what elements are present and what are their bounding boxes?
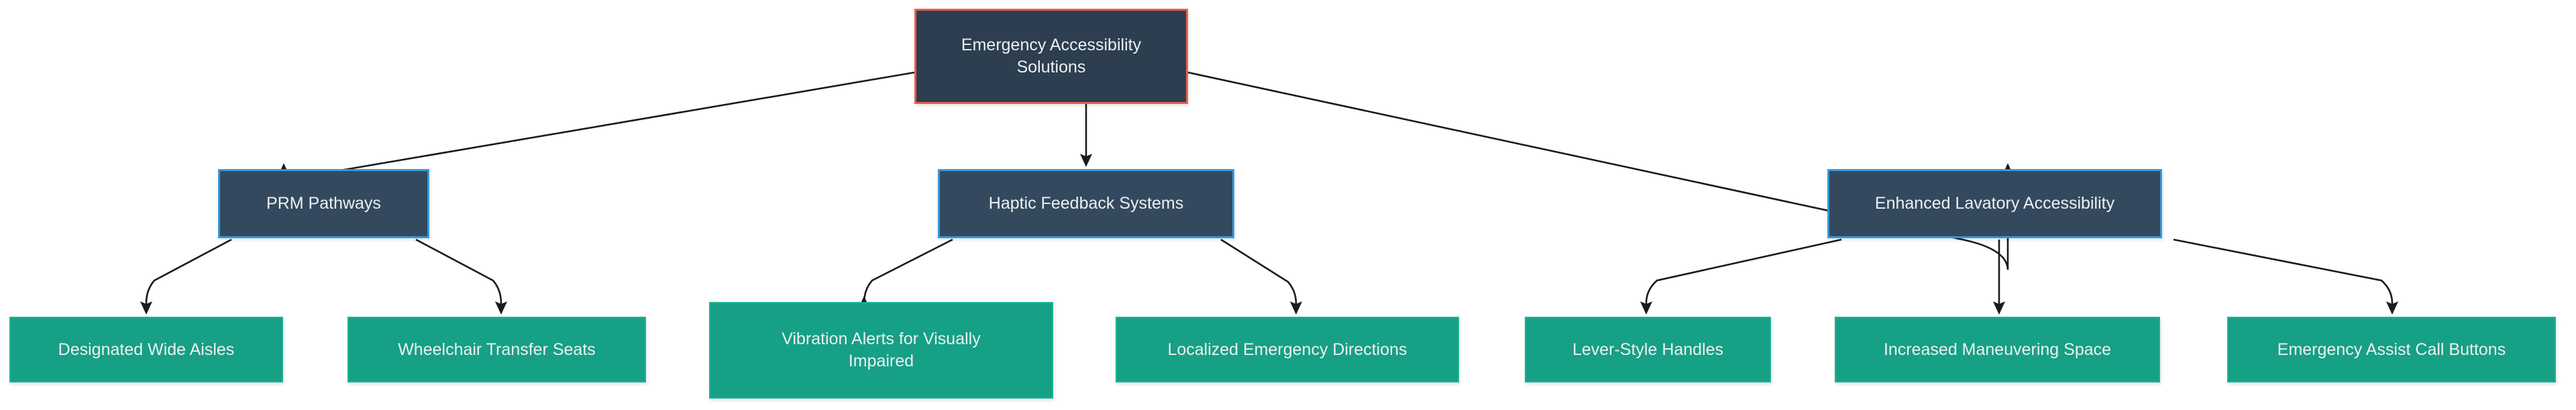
node-wheelchair-transfer-seats[interactable]: Wheelchair Transfer Seats [347,317,646,382]
edge-prm-pathways-to-designated-wide-aisles [140,238,232,315]
node-prm-pathways[interactable]: PRM Pathways [218,169,429,238]
node-root[interactable]: Emergency Accessibility Solutions [914,9,1188,104]
node-label-designated-wide-aisles: Designated Wide Aisles [58,340,235,359]
node-emergency-assist-call-buttons[interactable]: Emergency Assist Call Buttons [2227,317,2556,382]
node-label-wheelchair-transfer-seats: Wheelchair Transfer Seats [398,340,596,359]
edge-prm-pathways-to-wheelchair-transfer-seats [415,238,508,315]
edge-lavatory-to-emergency-assist-call-buttons [2173,238,2399,315]
node-label-enhanced-lavatory-accessibility: Enhanced Lavatory Accessibility [1874,194,2115,213]
node-label-localized-emergency-directions: Localized Emergency Directions [1167,340,1407,359]
edge-haptic-to-vibration-alerts [857,238,953,309]
node-label-root: Emergency Accessibility Solutions [961,36,1142,76]
node-vibration-alerts-for-visually-impaired[interactable]: Vibration Alerts for Visually Impaired [709,302,1053,399]
node-label-increased-maneuvering-space: Increased Maneuvering Space [1883,340,2112,359]
node-lever-style-handles[interactable]: Lever-Style Handles [1525,317,1771,382]
node-label-emergency-assist-call-buttons: Emergency Assist Call Buttons [2277,340,2506,359]
node-label-vibration-alerts-for-visually-impaired: Vibration Alerts for Visually Impaired [782,329,981,370]
edge-haptic-to-localized-emergency-directions [1220,238,1303,315]
node-label-haptic-feedback-systems: Haptic Feedback Systems [988,194,1184,213]
node-label-lever-style-handles: Lever-Style Handles [1572,340,1724,359]
node-label-prm-pathways: PRM Pathways [266,194,381,213]
node-haptic-feedback-systems[interactable]: Haptic Feedback Systems [938,169,1234,238]
edge-lavatory-to-lever-style-handles [1640,238,1842,315]
node-designated-wide-aisles[interactable]: Designated Wide Aisles [9,317,283,382]
node-increased-maneuvering-space[interactable]: Increased Maneuvering Space [1835,317,2160,382]
node-enhanced-lavatory-accessibility[interactable]: Enhanced Lavatory Accessibility [1827,169,2162,238]
node-localized-emergency-directions[interactable]: Localized Emergency Directions [1116,317,1459,382]
